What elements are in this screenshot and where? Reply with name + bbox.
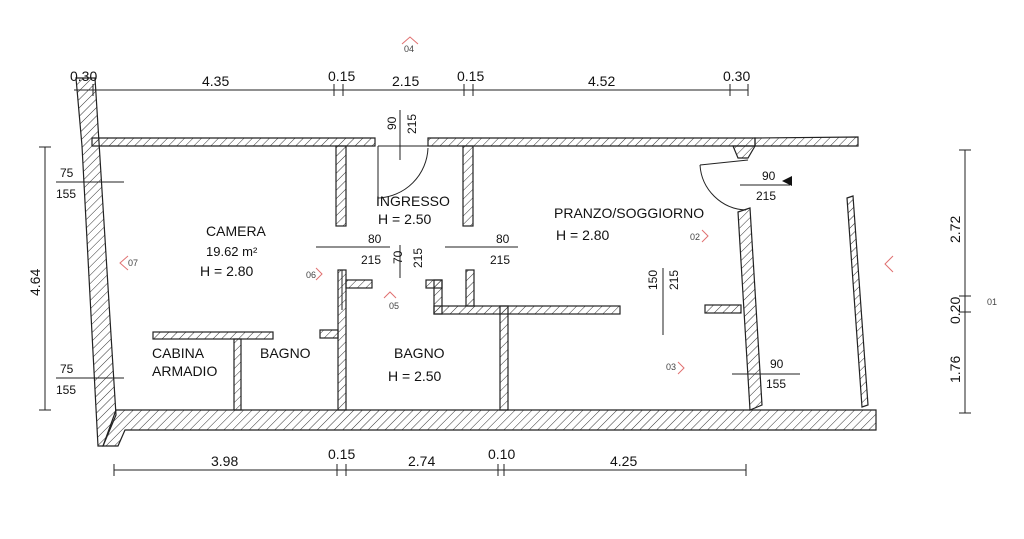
partition-bagno-stub bbox=[319, 329, 339, 339]
wall-right-top bbox=[732, 145, 757, 159]
camera-door-w: 80 bbox=[368, 232, 382, 246]
small-door-h: 215 bbox=[411, 248, 425, 268]
ingresso-door-h: 215 bbox=[405, 114, 419, 134]
small-door-w: 70 bbox=[391, 250, 405, 264]
left-dim: 4.64 bbox=[27, 269, 43, 296]
marker-05-label: 05 bbox=[389, 301, 399, 311]
win-right-w: 90 bbox=[770, 357, 784, 371]
partition-camera-ingresso bbox=[335, 145, 347, 227]
room-ingresso-height: H = 2.50 bbox=[378, 211, 432, 227]
room-bagno2-height: H = 2.50 bbox=[388, 368, 442, 384]
marker-03-shape bbox=[677, 361, 685, 375]
marker-07-label: 07 bbox=[128, 258, 138, 268]
wall-far-right bbox=[846, 195, 869, 408]
top-dimension-chain bbox=[74, 84, 749, 96]
room-camera-height: H = 2.80 bbox=[200, 263, 254, 279]
top-dim-3: 0.15 bbox=[328, 68, 355, 84]
partition-pranzo-stub bbox=[704, 304, 742, 314]
bottom-dim-2: 0.15 bbox=[328, 446, 355, 462]
marker-04-label: 04 bbox=[404, 44, 414, 54]
room-pranzo-height: H = 2.80 bbox=[556, 227, 610, 243]
marker-06-label: 06 bbox=[306, 270, 316, 280]
partition-bagno-top-a bbox=[345, 279, 373, 289]
marker-05-shape bbox=[383, 291, 397, 299]
marker-02-shape bbox=[701, 229, 709, 243]
ingresso-door-w: 90 bbox=[385, 116, 399, 130]
right-dim-1: 2.72 bbox=[947, 216, 963, 243]
north-arrow bbox=[782, 176, 792, 186]
bottom-dimension-chain bbox=[113, 464, 747, 476]
top-dim-1: 0.30 bbox=[70, 68, 97, 84]
canopy bbox=[754, 136, 859, 147]
room-ingresso-name: INGRESSO bbox=[376, 193, 450, 209]
marker-01-shape bbox=[884, 255, 894, 273]
room-cabina-name1: CABINA bbox=[152, 345, 205, 361]
room-camera-area: 19.62 m² bbox=[206, 244, 258, 259]
right-dim-3: 1.76 bbox=[947, 356, 963, 383]
top-dim-2: 4.35 bbox=[202, 73, 229, 89]
win-right-h: 155 bbox=[766, 377, 786, 391]
left-dimension bbox=[39, 146, 51, 411]
marker-03-label: 03 bbox=[666, 362, 676, 372]
wall-right-inner bbox=[737, 207, 763, 411]
bottom-dim-3: 2.74 bbox=[408, 453, 435, 469]
room-bagno2-name: BAGNO bbox=[394, 345, 445, 361]
room-camera-name: CAMERA bbox=[206, 223, 267, 239]
marker-01-label: 01 bbox=[987, 297, 997, 307]
bottom-dim-1: 3.98 bbox=[211, 453, 238, 469]
pranzo-door-w: 90 bbox=[762, 169, 776, 183]
marker-07-shape bbox=[119, 255, 129, 271]
partition-bagno-top-c bbox=[433, 305, 621, 315]
top-dim-5: 0.15 bbox=[457, 68, 484, 84]
marker-02-label: 02 bbox=[690, 232, 700, 242]
bottom-dim-5: 4.25 bbox=[610, 453, 637, 469]
right-dim-2: 0.20 bbox=[947, 297, 963, 324]
room-pranzo-name: PRANZO/SOGGIORNO bbox=[554, 205, 704, 221]
partition-cabina-top bbox=[152, 331, 274, 340]
camera-door-h: 215 bbox=[361, 253, 381, 267]
top-dim-6: 4.52 bbox=[588, 73, 615, 89]
pranzo-door-h: 215 bbox=[756, 189, 776, 203]
partition-cabina-vert bbox=[233, 338, 242, 411]
pranzo-opening-w: 150 bbox=[646, 270, 660, 290]
partition-bagno-small bbox=[465, 269, 475, 307]
partition-ingresso-pranzo bbox=[462, 145, 474, 227]
wall-top-right bbox=[427, 137, 756, 147]
room-cabina-name2: ARMADIO bbox=[152, 363, 217, 379]
pranzo-opening-h: 215 bbox=[667, 270, 681, 290]
bagno-door-w: 80 bbox=[496, 232, 510, 246]
win-left-bottom-w: 75 bbox=[60, 362, 74, 376]
partition-bagno-pranzo bbox=[499, 305, 509, 411]
win-left-top-h: 155 bbox=[56, 187, 76, 201]
top-dim-7: 0.30 bbox=[723, 68, 750, 84]
room-bagno1-name: BAGNO bbox=[260, 345, 311, 361]
marker-04-shape bbox=[401, 36, 419, 45]
bottom-dim-4: 0.10 bbox=[488, 446, 515, 462]
wall-bottom bbox=[102, 409, 877, 447]
door-pranzo bbox=[699, 159, 749, 211]
right-dimension-chain bbox=[959, 149, 971, 414]
marker-06-shape bbox=[315, 267, 323, 281]
wall-top-left bbox=[91, 137, 376, 147]
wall-left bbox=[75, 77, 117, 447]
bagno-door-h: 215 bbox=[490, 253, 510, 267]
win-left-top-w: 75 bbox=[60, 166, 74, 180]
top-dim-4: 2.15 bbox=[392, 73, 419, 89]
door-ingresso bbox=[377, 145, 429, 199]
win-left-bottom-h: 155 bbox=[56, 383, 76, 397]
